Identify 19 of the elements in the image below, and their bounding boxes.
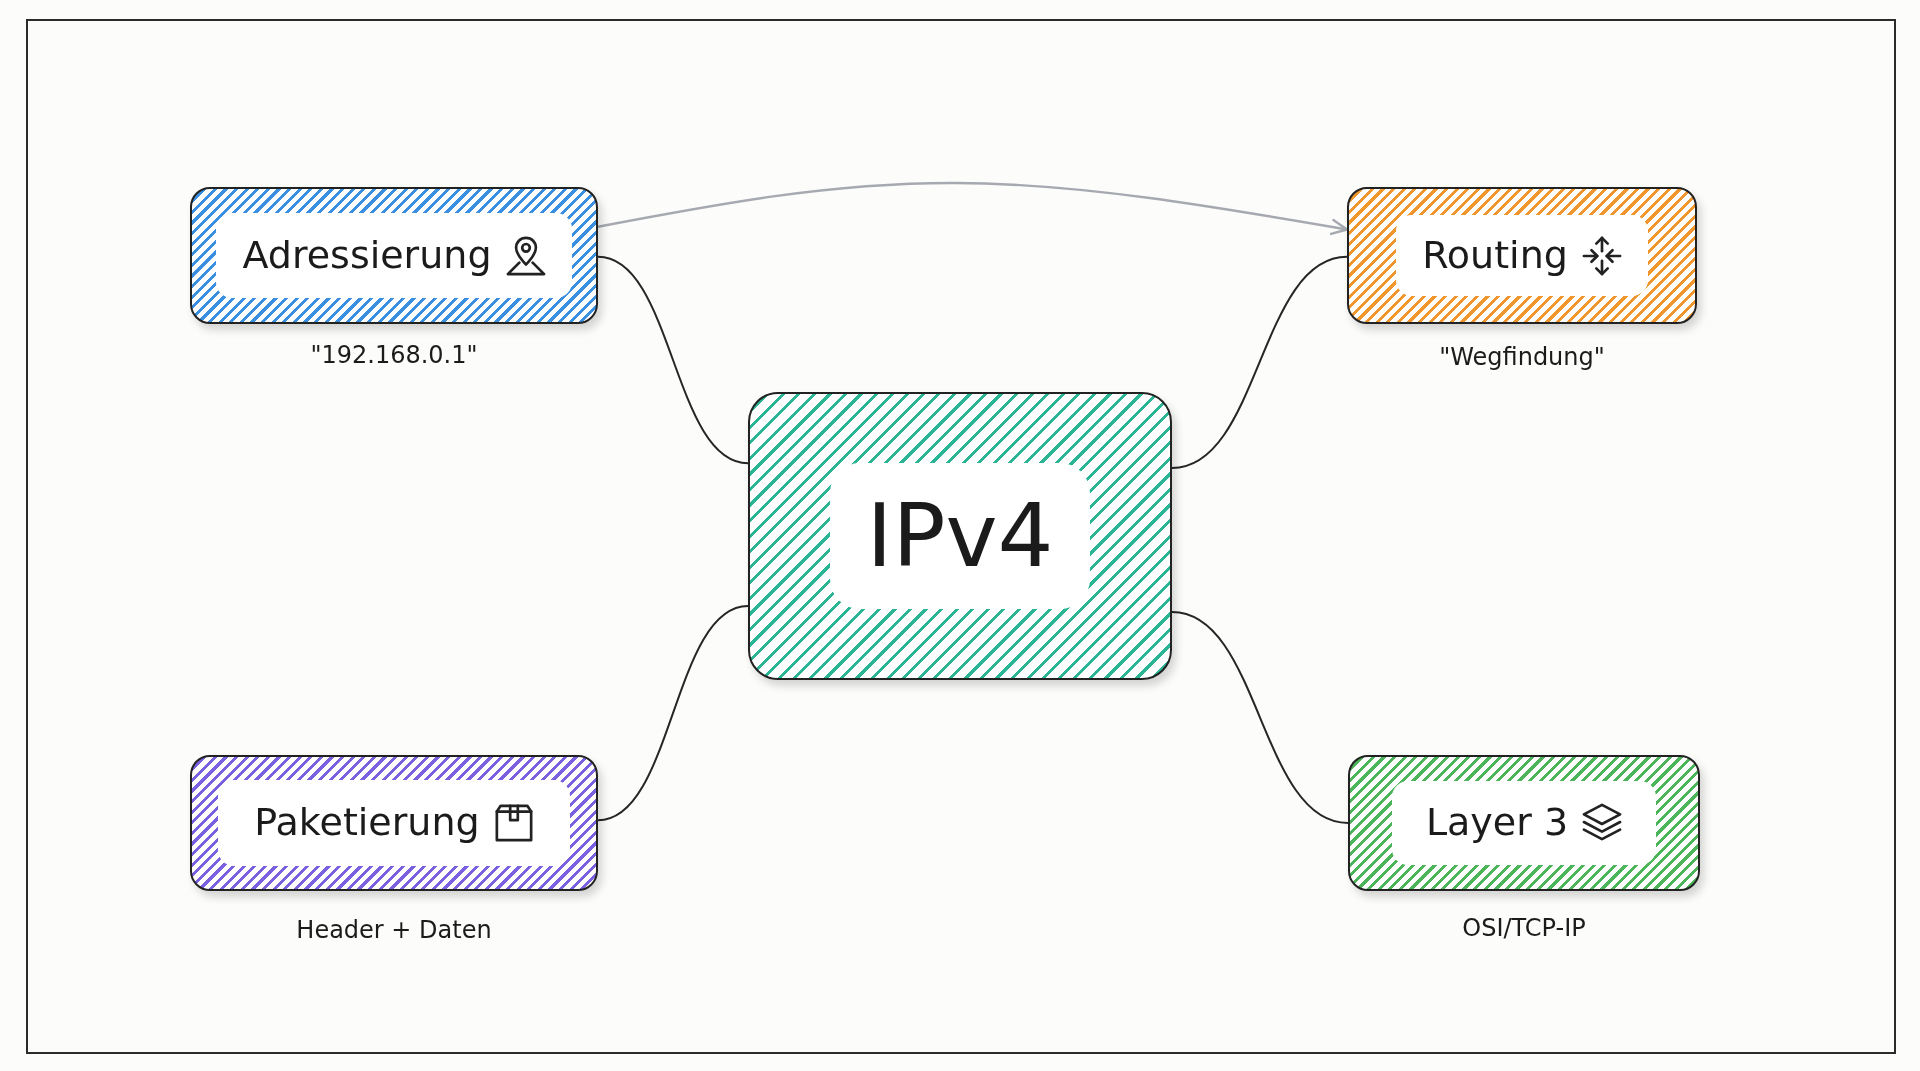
arrow xyxy=(596,181,1349,236)
hatched-box xyxy=(190,187,598,324)
node-caption: "Wegfindung" xyxy=(1439,343,1605,372)
connector-line xyxy=(1171,255,1348,470)
connector-line xyxy=(1171,611,1349,824)
node-caption: "192.168.0.1" xyxy=(310,341,478,370)
hatched-box xyxy=(190,755,598,891)
node-label: Adressierung xyxy=(242,232,492,279)
node-caption: Header + Daten xyxy=(296,916,492,945)
node-label: Routing xyxy=(1422,232,1568,279)
central-hatched-box xyxy=(748,392,1172,680)
node-caption: OSI/TCP-IP xyxy=(1462,914,1586,943)
node-label: Paketierung xyxy=(254,800,480,846)
node-label: IPv4 xyxy=(866,483,1054,589)
connector-line xyxy=(597,255,749,465)
hatched-box xyxy=(1347,187,1697,324)
node-label: Layer 3 xyxy=(1425,800,1569,846)
hatched-box xyxy=(1348,755,1700,891)
connector-line xyxy=(597,605,749,822)
